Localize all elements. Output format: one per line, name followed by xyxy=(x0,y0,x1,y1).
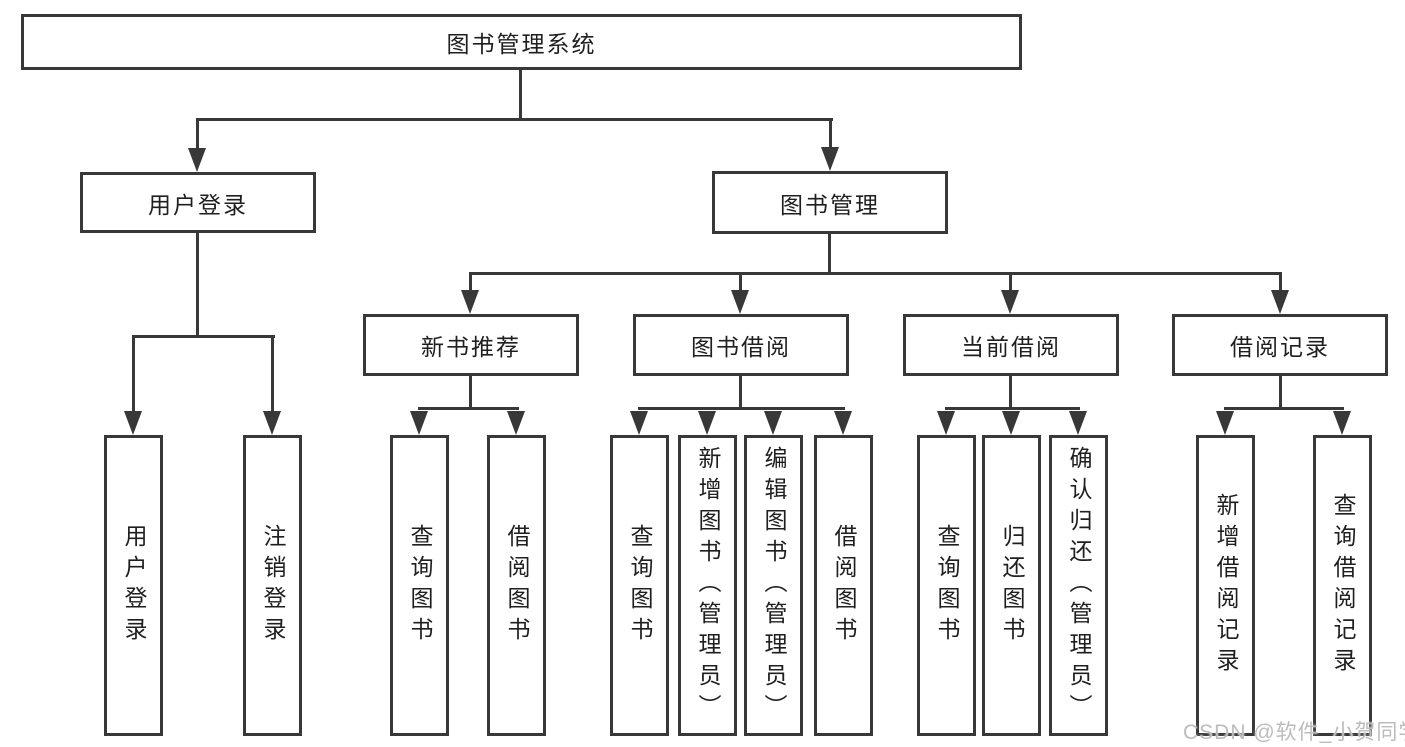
connector-line xyxy=(1279,272,1282,294)
arrowhead-down-icon xyxy=(1001,290,1019,314)
node-label: 图书管理 xyxy=(780,191,880,218)
node-label: 当前借阅 xyxy=(961,334,1061,360)
arrowhead-down-icon xyxy=(263,411,281,435)
connector-line xyxy=(196,233,199,338)
leaf-label: 注销登录 xyxy=(260,523,286,648)
arrowhead-down-icon xyxy=(630,411,648,435)
leaf-label: 查询图书 xyxy=(407,523,433,648)
arrowhead-down-icon xyxy=(834,411,852,435)
connector-line xyxy=(828,234,831,275)
leaf-borrow-books: 借阅图书 xyxy=(814,435,873,736)
leaf-query-books-borrow: 查询图书 xyxy=(610,435,669,736)
connector-line xyxy=(469,272,472,294)
connector-line xyxy=(1009,376,1012,410)
leaf-label: 查询图书 xyxy=(934,523,960,648)
arrowhead-down-icon xyxy=(1216,411,1234,435)
node-label: 借阅记录 xyxy=(1230,334,1330,360)
node-label: 图书借阅 xyxy=(691,334,791,360)
leaf-label: 编辑图书（管理员） xyxy=(761,446,787,725)
leaf-label: 用户登录 xyxy=(121,523,147,648)
leaf-query-books-recommend: 查询图书 xyxy=(390,435,449,736)
connector-line xyxy=(739,376,742,410)
arrowhead-down-icon xyxy=(461,290,479,314)
arrowhead-down-icon xyxy=(821,147,839,171)
arrowhead-down-icon xyxy=(1002,411,1020,435)
node-current-borrow: 当前借阅 xyxy=(903,314,1119,376)
leaf-logout: 注销登录 xyxy=(243,435,302,736)
node-label: 用户登录 xyxy=(148,191,248,218)
node-new-book-recommend: 新书推荐 xyxy=(363,314,579,376)
node-label: 新书推荐 xyxy=(421,334,521,360)
connector-line xyxy=(418,407,519,410)
node-book-management: 图书管理 xyxy=(712,171,948,234)
csdn-watermark: CSDN @软件_小贺同学 xyxy=(1183,721,1405,744)
connector-line xyxy=(132,335,135,415)
arrowhead-down-icon xyxy=(764,411,782,435)
leaf-label: 确认归还（管理员） xyxy=(1066,446,1092,725)
leaf-edit-books-admin: 编辑图书（管理员） xyxy=(744,435,803,736)
leaf-add-books-admin: 新增图书（管理员） xyxy=(678,435,737,736)
arrowhead-down-icon xyxy=(1333,411,1351,435)
arrowhead-down-icon xyxy=(731,290,749,314)
leaf-add-borrow-record: 新增借阅记录 xyxy=(1196,435,1255,736)
leaf-label: 借阅图书 xyxy=(504,523,530,648)
leaf-return-books: 归还图书 xyxy=(982,435,1041,736)
connector-line xyxy=(132,335,275,338)
arrowhead-down-icon xyxy=(124,411,142,435)
node-borrow-records: 借阅记录 xyxy=(1172,314,1388,376)
arrowhead-down-icon xyxy=(410,411,428,435)
connector-line xyxy=(469,272,1282,275)
leaf-label: 归还图书 xyxy=(999,523,1025,648)
connector-line xyxy=(469,376,472,410)
leaf-confirm-return-admin: 确认归还（管理员） xyxy=(1049,435,1108,736)
leaf-label: 借阅图书 xyxy=(831,523,857,648)
connector-line xyxy=(1224,407,1344,410)
connector-line xyxy=(271,335,274,415)
node-root-library-system: 图书管理系统 xyxy=(21,14,1022,70)
leaf-query-borrow-record: 查询借阅记录 xyxy=(1313,435,1372,736)
connector-line xyxy=(638,407,845,410)
leaf-user-login: 用户登录 xyxy=(104,435,163,736)
leaf-label: 新增借阅记录 xyxy=(1213,492,1239,679)
leaf-label: 查询图书 xyxy=(627,523,653,648)
connector-line xyxy=(829,118,832,150)
arrowhead-down-icon xyxy=(507,411,525,435)
arrowhead-down-icon xyxy=(188,148,206,172)
leaf-label: 查询借阅记录 xyxy=(1330,492,1356,679)
connector-line xyxy=(1279,376,1282,410)
node-book-borrow: 图书借阅 xyxy=(633,314,849,376)
arrowhead-down-icon xyxy=(698,411,716,435)
connector-line xyxy=(196,118,199,151)
node-user-login: 用户登录 xyxy=(80,172,316,233)
leaf-label: 新增图书（管理员） xyxy=(695,446,721,725)
arrowhead-down-icon xyxy=(1271,290,1289,314)
arrowhead-down-icon xyxy=(937,411,955,435)
connector-line xyxy=(945,407,1080,410)
connector-line xyxy=(739,272,742,294)
arrowhead-down-icon xyxy=(1069,411,1087,435)
connector-line xyxy=(1009,272,1012,294)
leaf-borrow-books-recommend: 借阅图书 xyxy=(487,435,546,736)
connector-line xyxy=(519,69,522,120)
node-label: 图书管理系统 xyxy=(446,31,597,57)
connector-line xyxy=(196,118,833,121)
leaf-query-books-current: 查询图书 xyxy=(917,435,976,736)
